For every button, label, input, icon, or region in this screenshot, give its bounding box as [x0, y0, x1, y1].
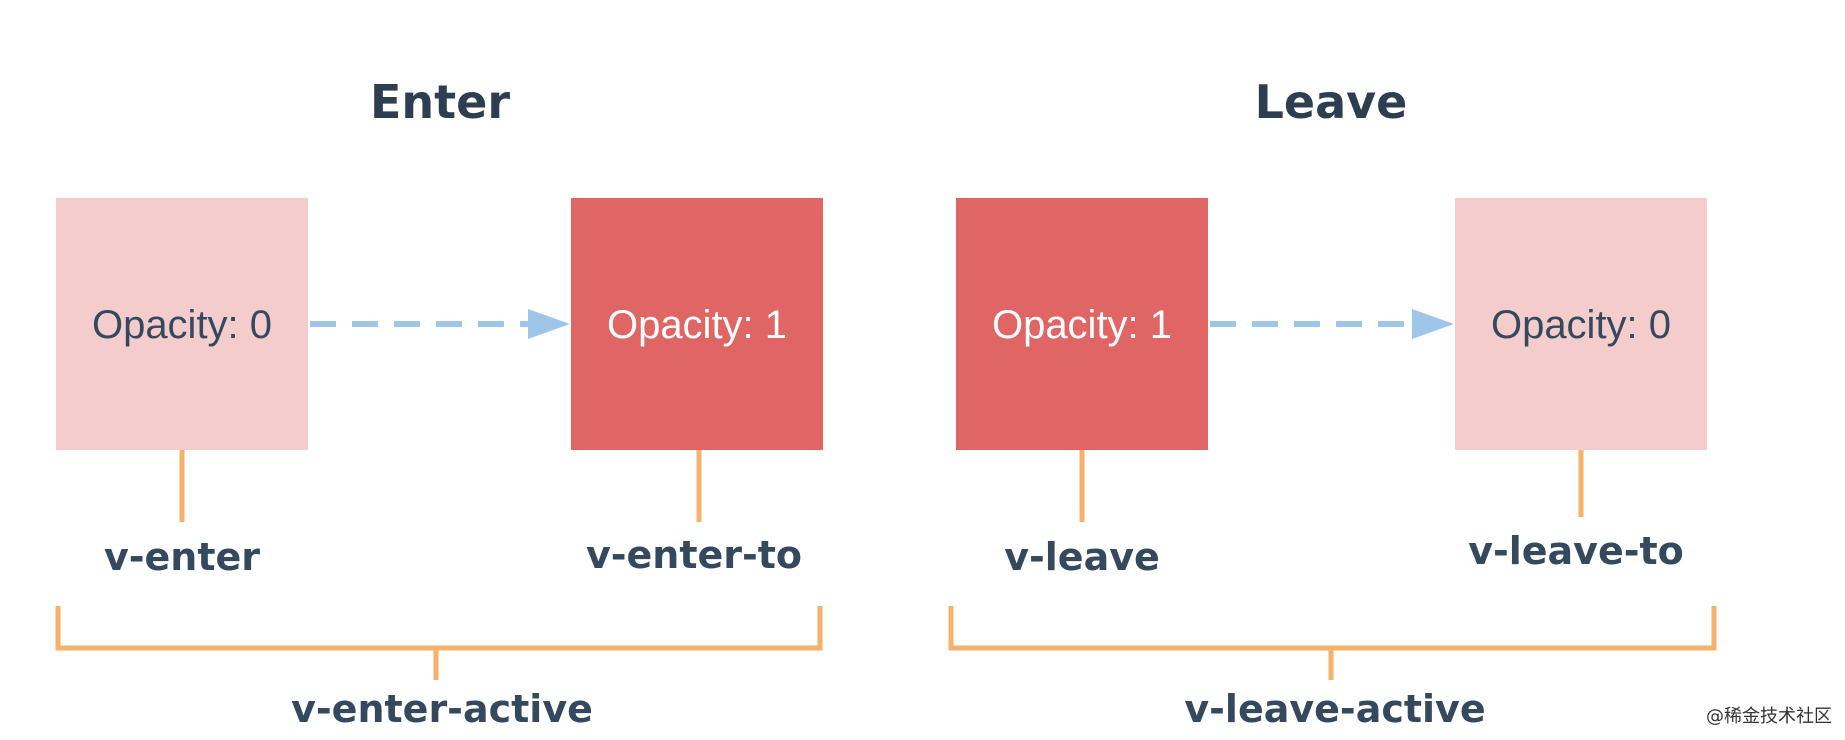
watermark: @稀金技术社区 [1706, 706, 1832, 727]
enter-active-label: v-enter-active [291, 687, 593, 731]
enter-from-box [56, 198, 308, 450]
leave-from-label: v-leave [1004, 535, 1160, 579]
leave-from-box [956, 198, 1208, 450]
leave-to-label: v-leave-to [1468, 529, 1684, 573]
enter-to-box-text: Opacity: 1 [607, 303, 787, 347]
enter-from-label: v-enter [104, 535, 260, 579]
leave-active-label: v-leave-active [1184, 687, 1485, 731]
enter-from-box-text: Opacity: 0 [92, 303, 272, 347]
enter-heading: Enter [370, 75, 510, 129]
leave-from-box-text: Opacity: 1 [992, 303, 1172, 347]
enter-arrow-head [528, 309, 570, 339]
enter-to-box [571, 198, 823, 450]
enter-active-bracket [55, 606, 823, 680]
leave-to-box [1455, 198, 1707, 450]
enter-section: Enter Opacity: 0 Opacity: 1 v-enter v-en… [55, 75, 823, 731]
leave-to-box-text: Opacity: 0 [1491, 303, 1671, 347]
leave-section: Leave Opacity: 1 Opacity: 0 v-leave v-le… [948, 75, 1717, 731]
leave-active-bracket [948, 606, 1717, 680]
enter-to-label: v-enter-to [586, 533, 802, 577]
leave-heading: Leave [1255, 75, 1408, 129]
leave-arrow-head [1412, 309, 1454, 339]
